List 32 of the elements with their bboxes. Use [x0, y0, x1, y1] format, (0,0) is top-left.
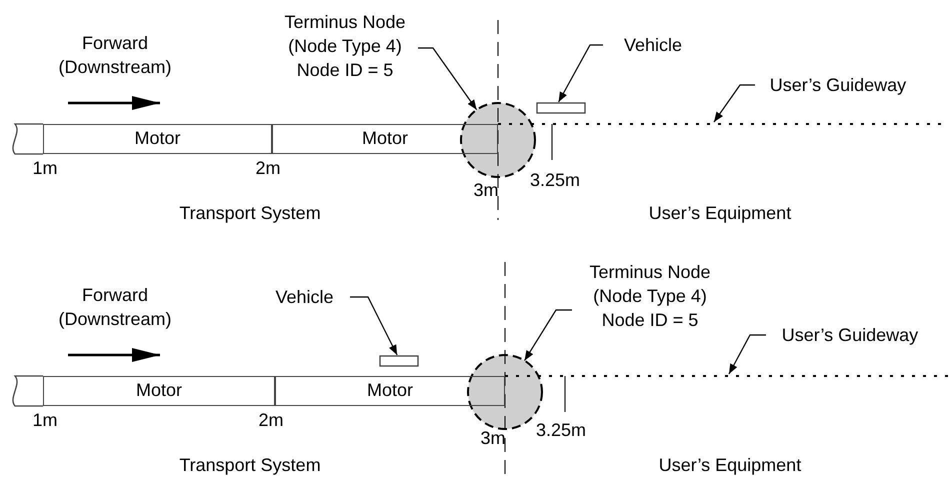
callout-text: User’s Guideway [758, 73, 918, 97]
leader-line [418, 47, 478, 110]
callout-text: Vehicle [608, 33, 698, 57]
section-label: Transport System [178, 202, 322, 225]
dimension-label: 1m [31, 157, 58, 180]
dimension-label: 2m [254, 157, 282, 180]
dimension-label: 3m [472, 179, 500, 202]
motor-segment: Motor [43, 124, 272, 154]
dimension-label: 1m [31, 409, 58, 432]
leader-line [558, 44, 603, 102]
dimension-label: 2m [257, 409, 284, 432]
callout-text: Terminus Node (Node Type 4) Node ID = 5 [580, 260, 720, 332]
callout-text: User’s Guideway [770, 323, 930, 347]
dimension-label: 3m [479, 427, 506, 450]
dimension-label: 3.25m [528, 169, 582, 192]
direction-label: Forward (Downstream) [57, 284, 173, 331]
callout-text: Terminus Node (Node Type 4) Node ID = 5 [275, 10, 415, 82]
motor-segment: Motor [43, 376, 275, 406]
dimension-label: 3.25m [534, 419, 588, 442]
direction-label: Forward (Downstream) [57, 32, 173, 79]
leader-line [714, 84, 755, 122]
section-label: Transport System [178, 454, 322, 477]
vehicle-block [536, 102, 586, 114]
leader-line [728, 334, 766, 374]
leader-line [524, 309, 572, 361]
motor-segment: Motor [275, 376, 505, 406]
section-label: User’s Equipment [648, 202, 792, 225]
vehicle-block [379, 355, 419, 367]
section-label: User’s Equipment [658, 454, 802, 477]
motor-segment: Motor [272, 124, 498, 154]
callout-text: Vehicle [262, 285, 347, 309]
leader-line [350, 296, 398, 356]
